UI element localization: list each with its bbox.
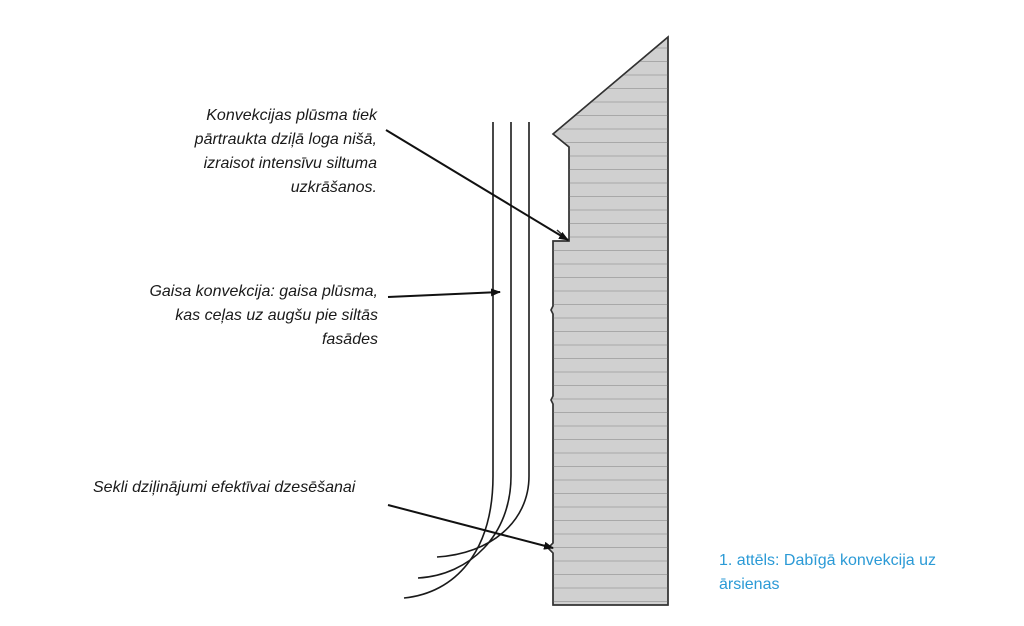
- annotation-window-niche: Konvekcijas plūsma tiek pārtraukta dziļā…: [195, 104, 377, 200]
- convection-flow-lines: [403, 122, 530, 599]
- annotation-line: Konvekcijas plūsma tiek: [206, 107, 377, 124]
- annotation-arrows: [385, 129, 569, 550]
- annotation-line: pārtraukta dziļā loga nišā,: [194, 131, 377, 148]
- annotation-shallow-recesses: Sekli dziļinājumi efektīvai dzesēšanai: [93, 476, 355, 500]
- flow-line-inner: [436, 122, 530, 558]
- annotation-line: uzkrāšanos.: [290, 179, 377, 196]
- annotation-line: Gaisa konvekcija: gaisa plūsma,: [149, 283, 378, 300]
- figure-caption: 1. attēls: Dabīgā konvekcija uz ārsienas: [719, 549, 936, 597]
- annotation-line: kas ceļas uz augšu pie siltās: [175, 307, 378, 324]
- wall-outline: [546, 35, 669, 606]
- annotation-line: Sekli dziļinājumi efektīvai dzesēšanai: [93, 479, 356, 496]
- caption-line: 1. attēls: Dabīgā konvekcija uz: [719, 552, 937, 569]
- caption-line: ārsienas: [719, 576, 780, 593]
- arrow-shallow-recesses: [387, 504, 554, 550]
- annotation-line: fasādes: [321, 331, 378, 348]
- flow-line-middle: [417, 122, 512, 579]
- annotation-air-convection: Gaisa konvekcija: gaisa plūsma, kas ceļa…: [149, 280, 378, 352]
- arrow-air-convection: [387, 288, 501, 298]
- annotation-line: izraisot intensīvu siltuma: [203, 155, 377, 172]
- flow-line-outer: [403, 122, 494, 599]
- arrow-window-niche: [385, 129, 569, 241]
